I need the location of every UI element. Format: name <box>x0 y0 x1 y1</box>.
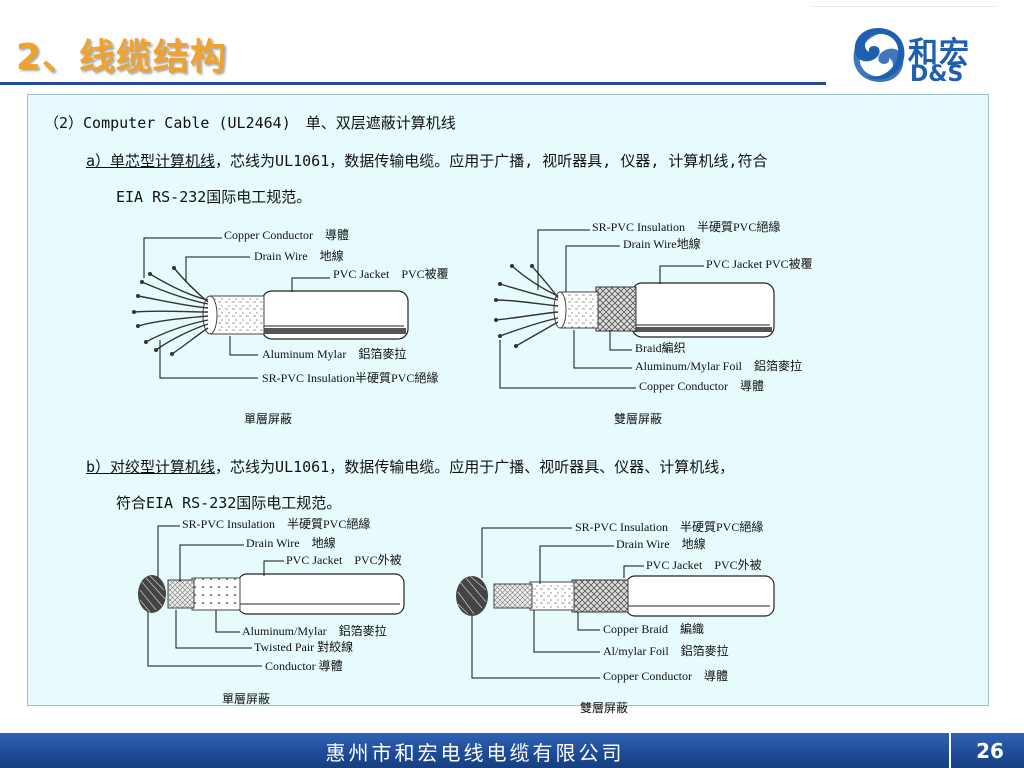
d4-drain-wire-label: Drain Wire 地線 <box>616 537 706 551</box>
cable-3-body <box>138 573 405 615</box>
d2-sr-pvc-label: SR-PVC Insulation 半硬質PVC絕緣 <box>592 220 781 234</box>
paragraph-a-text: ，芯线为UL1061，数据传输电缆。应用于广播, 视听器具, 仪器, 计算机线,… <box>215 152 768 170</box>
cable-1-leaders <box>143 237 330 379</box>
footer-bar: 惠州市和宏电线电缆有限公司 26 <box>0 733 1024 768</box>
page-title: 2、线缆结构 <box>16 37 228 78</box>
d1-copper-conductor-label: Copper Conductor 導體 <box>224 228 349 242</box>
cable-2-body <box>494 264 775 348</box>
cable-3-leaders <box>147 525 284 667</box>
link-single-core[interactable]: a）单芯型计算机线 <box>86 152 216 170</box>
d4-caption: 雙層屏蔽 <box>580 701 629 715</box>
d4-pvc-jacket-label: PVC Jacket PVC外被 <box>646 558 762 572</box>
cable-4-leaders <box>471 527 644 679</box>
d4-copper-conductor-label: Copper Conductor 導體 <box>603 669 728 683</box>
d3-sr-pvc-label: SR-PVC Insulation 半硬質PVC絕緣 <box>182 517 371 531</box>
cable-2-leaders <box>499 229 704 389</box>
paragraph-a: a）单芯型计算机线，芯线为UL1061，数据传输电缆。应用于广播, 视听器具, … <box>86 150 767 171</box>
section-heading: （2）Computer Cable (UL2464) 单、双层遮蔽计算机线 <box>44 114 456 132</box>
top-rule <box>812 6 996 7</box>
paragraph-b-text: ，芯线为UL1061，数据传输电缆。应用于广播、视听器具、仪器、计算机线， <box>215 458 735 476</box>
paragraph-a-line2: EIA RS-232国际电工规范。 <box>116 188 312 206</box>
d4-copper-braid-label: Copper Braid 編織 <box>603 622 704 636</box>
company-name: 惠州市和宏电线电缆有限公司 <box>325 741 625 765</box>
d4-al-mylar-foil-label: Al/mylar Foil 鋁箔麥拉 <box>603 644 729 658</box>
d1-aluminum-mylar-label: Aluminum Mylar 鋁箔麥拉 <box>262 347 407 361</box>
title-underline <box>0 82 826 85</box>
logo-english: D&S <box>910 62 964 87</box>
d2-pvc-jacket-label: PVC Jacket PVC被覆 <box>706 257 813 271</box>
d4-sr-pvc-label: SR-PVC Insulation 半硬質PVC絕緣 <box>575 520 764 534</box>
d1-pvc-jacket-label: PVC Jacket PVC被覆 <box>333 267 449 281</box>
page-number: 26 <box>976 739 1004 763</box>
paragraph-b: b）对绞型计算机线，芯线为UL1061，数据传输电缆。应用于广播、视听器具、仪器… <box>86 456 734 477</box>
cable-1-body <box>132 266 409 356</box>
d3-pvc-jacket-label: PVC Jacket PVC外被 <box>286 553 402 567</box>
d2-drain-wire-label: Drain Wire地線 <box>623 237 701 251</box>
link-twisted-pair[interactable]: b）对绞型计算机线 <box>86 458 216 476</box>
d1-sr-pvc-label: SR-PVC Insulation半硬質PVC絕緣 <box>262 371 439 385</box>
paragraph-b-line2: 符合EIA RS-232国际电工规范。 <box>116 494 342 512</box>
d2-copper-conductor-label: Copper Conductor 導體 <box>639 379 764 393</box>
d2-caption: 雙層屏蔽 <box>614 412 663 426</box>
d3-caption: 單層屏蔽 <box>222 692 271 706</box>
logo-chinese: 和宏 <box>908 36 970 71</box>
swirl-logo-icon <box>853 28 905 83</box>
company-logo: 和宏 D&S <box>850 22 1000 94</box>
d3-drain-wire-label: Drain Wire 地線 <box>246 536 336 550</box>
d1-drain-wire-label: Drain Wire 地線 <box>254 249 344 263</box>
d3-aluminum-mylar-label: Aluminum/Mylar 鋁箔麥拉 <box>242 624 387 638</box>
d1-caption: 單層屏蔽 <box>244 412 293 426</box>
footer-divider <box>949 733 951 768</box>
d3-twisted-pair-label: Twisted Pair 對絞線 <box>254 640 354 654</box>
d2-braid-label: Braid編织 <box>635 341 686 355</box>
d3-conductor-label: Conductor 導體 <box>265 659 343 673</box>
d2-aluminum-mylar-foil-label: Aluminum/Mylar Foil 鋁箔麥拉 <box>635 359 803 373</box>
cable-4-body <box>456 575 775 617</box>
